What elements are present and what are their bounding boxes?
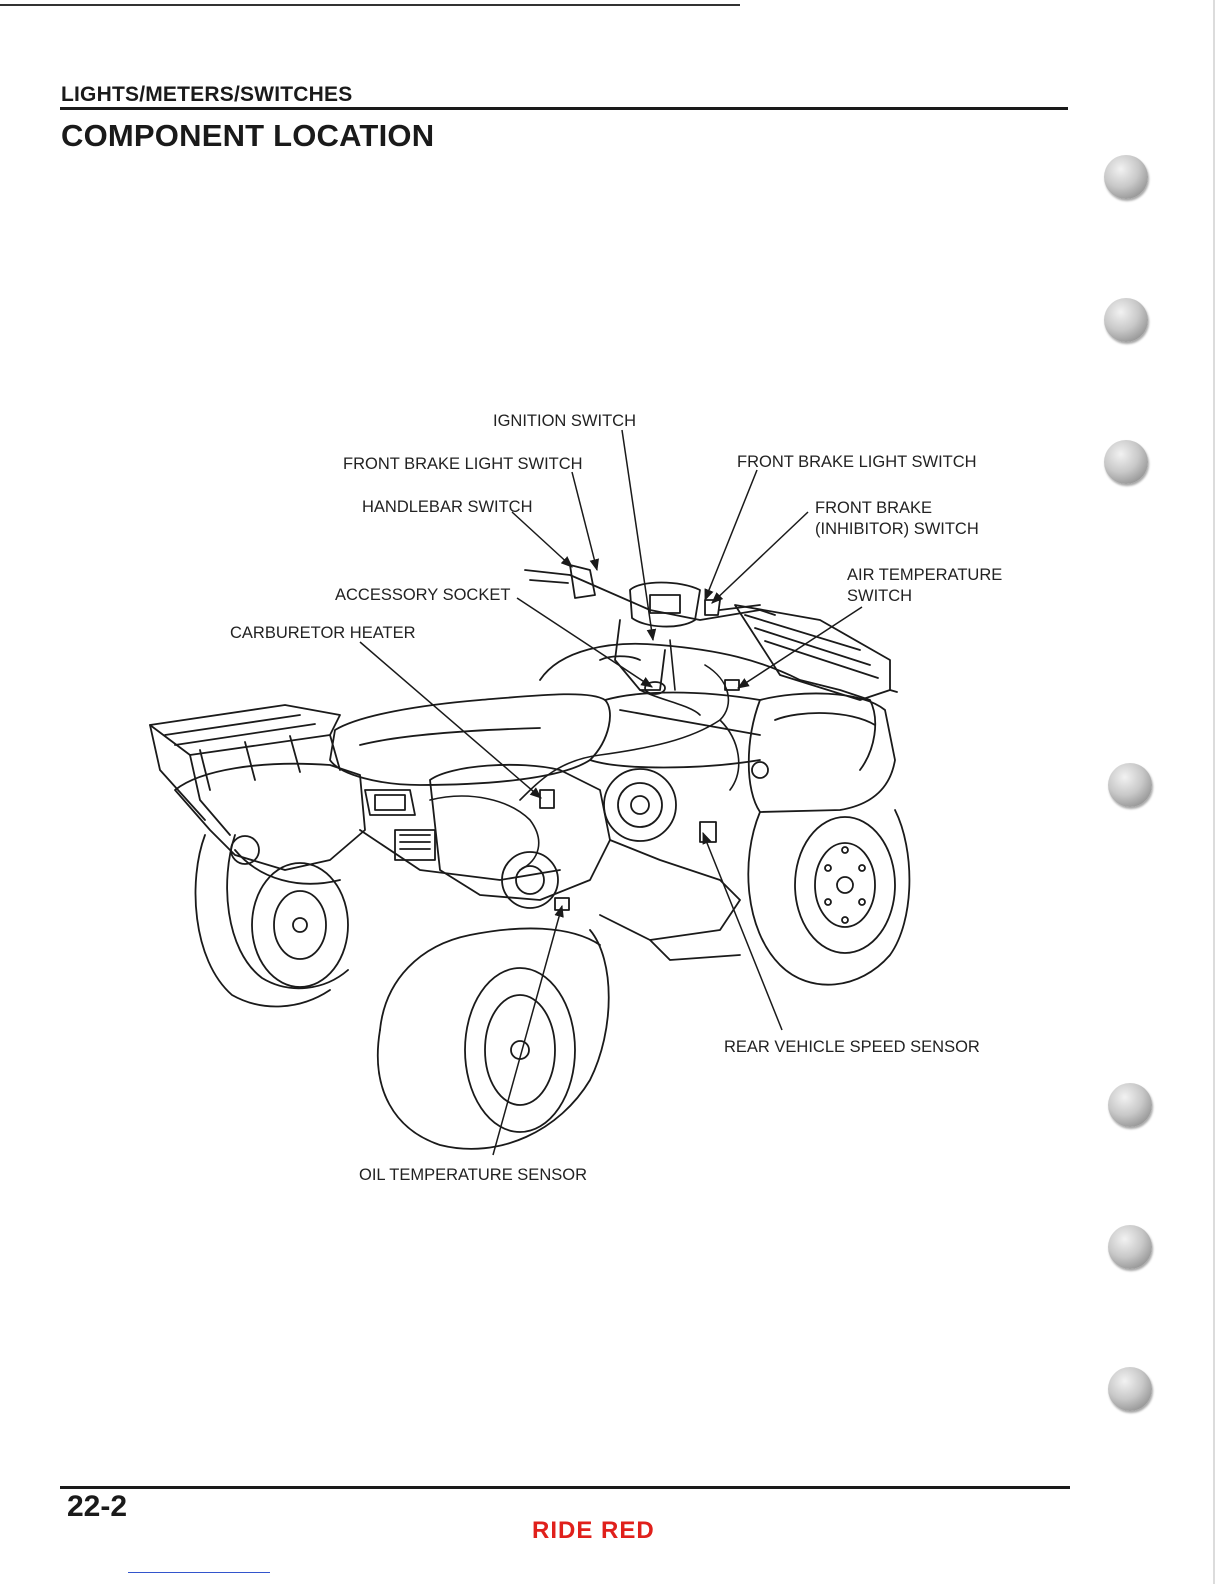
label-rear-vehicle-speed-sensor: REAR VEHICLE SPEED SENSOR <box>724 1038 980 1056</box>
label-carburetor-heater: CARBURETOR HEATER <box>230 624 416 642</box>
callout-labels: IGNITION SWITCH FRONT BRAKE LIGHT SWITCH… <box>230 412 1002 1184</box>
engine-block <box>365 765 740 960</box>
bottom-underline <box>128 1572 270 1573</box>
label-accessory-socket: ACCESSORY SOCKET <box>335 586 510 604</box>
leader-front-brake-light-left <box>572 472 597 570</box>
rear-rack <box>150 705 340 835</box>
component-markers <box>540 680 768 910</box>
brand-logo: RIDE RED <box>532 1517 655 1545</box>
label-air-temperature-line2: SWITCH <box>847 587 912 605</box>
page-number: 22-2 <box>67 1490 127 1524</box>
label-air-temperature-line1: AIR TEMPERATURE <box>847 566 1002 584</box>
rear-fender <box>175 764 365 884</box>
front-right-wheel <box>748 810 909 985</box>
leader-handlebar-switch <box>512 512 572 567</box>
leader-carburetor-heater <box>360 642 541 798</box>
label-oil-temperature-sensor: OIL TEMPERATURE SENSOR <box>359 1166 587 1184</box>
wiring-harness <box>430 640 739 870</box>
leader-ignition-switch <box>622 430 653 640</box>
label-front-brake-light-switch-left: FRONT BRAKE LIGHT SWITCH <box>343 455 583 473</box>
front-rack <box>735 605 897 700</box>
label-front-brake-inhibitor-line2: (INHIBITOR) SWITCH <box>815 520 979 538</box>
label-front-brake-light-switch-right: FRONT BRAKE LIGHT SWITCH <box>737 453 977 471</box>
seat <box>330 694 610 785</box>
label-ignition-switch: IGNITION SWITCH <box>493 412 636 430</box>
label-front-brake-inhibitor-line1: FRONT BRAKE <box>815 499 932 517</box>
rear-left-wheel <box>378 928 609 1148</box>
footer-rule <box>60 1486 1070 1489</box>
label-handlebar-switch: HANDLEBAR SWITCH <box>362 498 533 516</box>
atv-illustration <box>150 565 909 1149</box>
leader-front-brake-light-right <box>705 470 757 600</box>
leader-front-brake-inhibitor <box>712 512 808 603</box>
